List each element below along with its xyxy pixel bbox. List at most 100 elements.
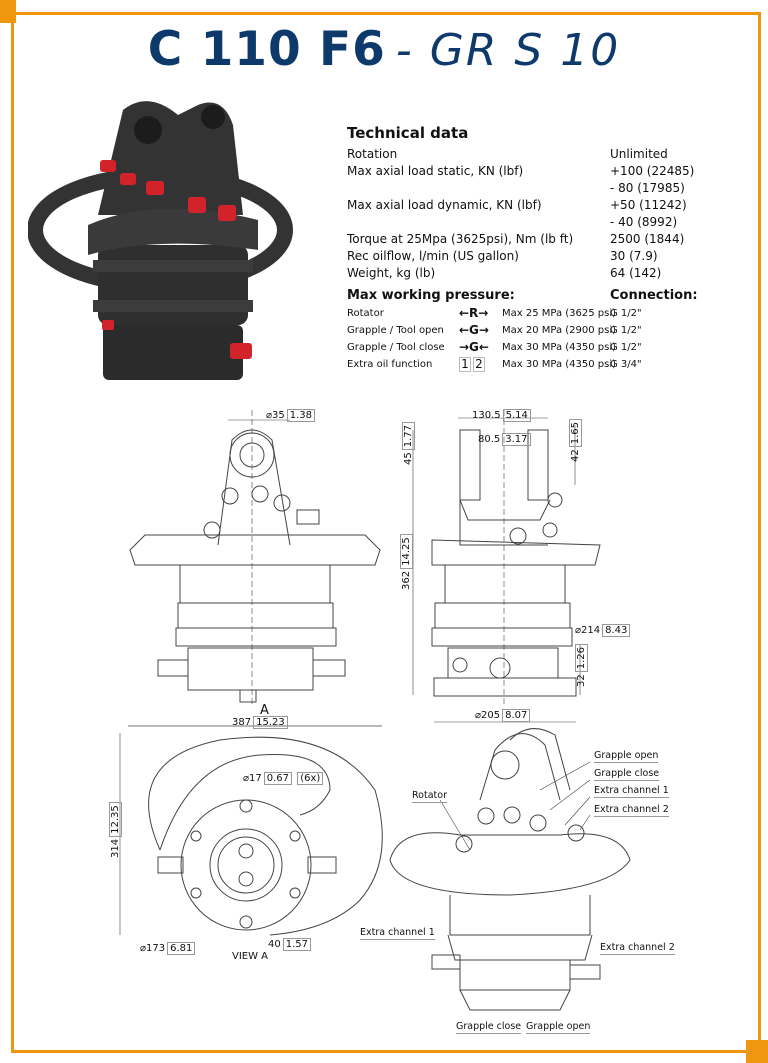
view-a-drawing	[119, 725, 383, 936]
dim-in: 5.14	[502, 409, 531, 422]
connection-value: G 1/2"	[610, 342, 642, 353]
dim-mm: 45	[403, 452, 414, 465]
dim-in: 8.43	[602, 624, 631, 637]
dim-flange-height: 321.26	[575, 644, 588, 687]
pressure-row: Grapple / Tool open ←G→ Max 20 MPa (2900 p…	[347, 322, 747, 339]
connection-heading: Connection:	[610, 288, 698, 303]
spec-value: Unlimited	[610, 147, 668, 161]
view-marker: A	[260, 703, 269, 718]
spec-row: - 40 (8992)	[347, 214, 747, 231]
callout-grapple-close-bottom: Grapple close	[456, 1021, 522, 1034]
dim-mm: ⌀173	[140, 943, 166, 954]
dim-pin-height: 451.77	[402, 422, 415, 465]
spec-row: Torque at 25Mpa (3625psi), Nm (lb ft) 250…	[347, 231, 747, 248]
technical-data-heading: Technical data	[347, 124, 469, 142]
dim-mm: ⌀35	[266, 410, 285, 421]
rotator-symbol: ←R→	[459, 306, 489, 320]
dim-mm: 130.5	[472, 410, 501, 421]
spec-value: +50 (11242)	[610, 198, 687, 212]
spec-row: Max axial load static, KN (lbf) +100 (224…	[347, 163, 747, 180]
pressure-value: Max 30 MPa (4350 psi)	[502, 359, 617, 370]
front-view-drawing	[128, 410, 382, 727]
dim-total-depth: 31412.35	[109, 802, 122, 858]
extra-channel-1-box: 1	[459, 357, 471, 372]
spec-row: Max axial load dynamic, KN (lbf) +50 (112…	[347, 197, 747, 214]
grapple-close-symbol: →G←	[459, 340, 489, 354]
callout-grapple-close: Grapple close	[594, 768, 660, 781]
dim-in: 1.26	[575, 644, 588, 673]
dim-mm: 40	[268, 939, 281, 950]
dim-mm: 80.5	[478, 434, 501, 445]
dim-mm: ⌀17	[243, 773, 262, 784]
dim-ear-height: 421.65	[569, 419, 582, 462]
pressure-label: Grapple / Tool close	[347, 342, 445, 353]
connection-value: G 1/2"	[610, 325, 642, 336]
dim-in: 1.77	[402, 422, 415, 451]
spec-value: +100 (22485)	[610, 164, 695, 178]
dim-in: 8.07	[502, 709, 531, 722]
frame-corner-bottom-right	[746, 1040, 768, 1063]
spec-label: Weight, kg (lb)	[347, 266, 436, 280]
spec-label: Max axial load dynamic, KN (lbf)	[347, 198, 542, 212]
dim-in: 14.25	[400, 534, 413, 569]
callout-rotator: Rotator	[412, 790, 447, 803]
spec-label: Max axial load static, KN (lbf)	[347, 164, 524, 178]
spec-row: - 80 (17985)	[347, 180, 747, 197]
spec-label: Rotation	[347, 147, 398, 161]
isometric-drawing	[389, 728, 631, 1011]
pressure-label: Grapple / Tool open	[347, 325, 444, 336]
dim-in: 12.35	[109, 802, 122, 837]
dim-count: (6x)	[297, 772, 324, 785]
technical-data: Technical data Rotation Unlimited Max axi…	[347, 124, 747, 373]
dim-in: 15.23	[253, 716, 288, 729]
pressure-label: Rotator	[347, 308, 384, 319]
dim-in: 1.65	[569, 419, 582, 448]
callout-grapple-open-bottom: Grapple open	[526, 1021, 591, 1034]
callout-extra-channel-1-bottom: Extra channel 1	[360, 927, 435, 940]
spec-value: - 40 (8992)	[610, 215, 678, 229]
dim-in: 6.81	[167, 942, 196, 955]
side-view-drawing	[412, 410, 601, 723]
spec-row: Weight, kg (lb) 64 (142)	[347, 265, 747, 282]
callout-extra-channel-2-bottom: Extra channel 2	[600, 942, 675, 955]
dim-total-height: 36214.25	[400, 534, 413, 590]
pressure-row: Grapple / Tool close→G←Max 30 MPa (4350 …	[347, 339, 747, 356]
page-frame	[11, 12, 761, 1053]
extra-channel-2-box: 2	[473, 357, 485, 372]
connection-value: G 3/4"	[610, 359, 642, 370]
dim-mm: ⌀205	[475, 710, 501, 721]
spec-row: Rec oilflow, l/min (US gallon)30 (7.9)	[347, 248, 747, 265]
dim-mm: 387	[232, 717, 252, 728]
connection-value: G 1/2"	[610, 308, 642, 319]
page-title: C 110 F6- GR S 10	[0, 22, 768, 79]
model-name: C 110 F6	[147, 22, 386, 77]
spec-value: 64 (142)	[610, 266, 662, 280]
spec-value: 2500 (1844)	[610, 232, 685, 246]
spec-label: Rec oilflow, l/min (US gallon)	[347, 249, 519, 263]
dim-mm: 42	[570, 449, 581, 462]
pressure-value: Max 20 MPa (2900 psi)	[502, 325, 617, 336]
dim-mm: 362	[401, 570, 412, 590]
spec-value: - 80 (17985)	[610, 181, 685, 195]
pressure-label: Extra oil function	[347, 359, 433, 370]
model-variant: - GR S 10	[395, 25, 621, 76]
spec-label: Torque at 25Mpa (3625psi), Nm (lb ft)	[347, 232, 574, 246]
callout-extra-channel-2: Extra channel 2	[594, 804, 669, 817]
grapple-open-symbol: ←G→	[459, 323, 489, 337]
product-photo	[28, 101, 293, 380]
dim-mm: ⌀214	[575, 625, 601, 636]
dim-in: 3.17	[502, 433, 531, 446]
dim-mm: 32	[576, 674, 587, 687]
callout-grapple-open: Grapple open	[594, 750, 659, 763]
pressure-header: Max working pressure:Connection:	[347, 288, 747, 305]
dim-in: 1.38	[286, 409, 316, 422]
